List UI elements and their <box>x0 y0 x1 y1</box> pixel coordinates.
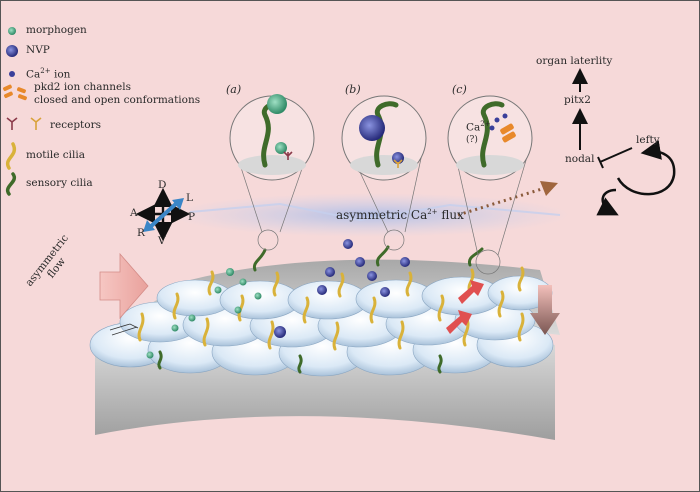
zoom-circle-a <box>229 94 315 181</box>
panel-label-b: (b) <box>345 83 361 96</box>
axis-label-v: V <box>158 235 166 247</box>
receptor-icon-red <box>6 117 18 130</box>
legend-pkd2-label-1: pkd2 ion channels <box>34 81 131 93</box>
zoom-circle-b <box>341 95 427 181</box>
legend-morphogen-label: morphogen <box>26 24 87 36</box>
panel-label-c: (c) <box>452 83 467 96</box>
flux-label: asymmetric Ca2+ flux <box>336 208 464 222</box>
panel-c-ca-label: Ca2+ <box>466 120 491 134</box>
pathway-nodal-label: nodal <box>565 153 595 165</box>
legend-nvp-label: NVP <box>26 44 50 56</box>
legend-receptors-label: receptors <box>50 119 101 131</box>
legend-icons <box>3 27 42 196</box>
signal-arrowhead <box>540 181 558 196</box>
receptor-icon-yellow <box>30 117 42 130</box>
flow-arrow-red-1 <box>458 280 484 304</box>
morphogen-icon <box>8 27 16 35</box>
sensory-cilia-field <box>157 245 484 374</box>
pathway-pitx2-label: pitx2 <box>564 94 591 106</box>
panel-c-question-label: (?) <box>466 135 478 145</box>
axis-label-p: P <box>188 211 196 223</box>
tissue-morphogens <box>146 268 262 359</box>
pkd2-channel-icon <box>3 84 27 101</box>
pathway-lefty-label: lefty <box>636 134 660 146</box>
feedback-loop <box>616 140 676 196</box>
pathway-organ-label: organ laterlity <box>536 55 613 67</box>
ca-ion-icon <box>9 71 15 77</box>
node-tissue <box>89 239 560 440</box>
panel-label-a: (a) <box>226 83 242 96</box>
legend-ca-label: Ca2+ ion <box>26 67 71 81</box>
axis-label-l: L <box>186 192 193 204</box>
flow-arrow <box>99 252 149 320</box>
flow-arrow-red-2 <box>446 310 472 334</box>
pathway-diagram <box>572 68 676 216</box>
zoom-circle-c <box>447 95 533 181</box>
axis-label-r: R <box>137 227 145 239</box>
epithelial-cells <box>89 275 554 377</box>
tissue-nvps <box>274 239 410 338</box>
downward-arrow <box>530 285 560 335</box>
legend-motile-cilia-label: motile cilia <box>26 149 85 161</box>
nvp-icon <box>6 45 18 57</box>
sensory-cilia-icon <box>5 172 17 196</box>
axis-label-a: A <box>130 207 138 219</box>
motile-cilia-icon <box>5 142 17 170</box>
legend-sensory-cilia-label: sensory cilia <box>26 177 93 189</box>
lefty-inhibition <box>599 147 633 163</box>
axes-compass <box>135 187 191 242</box>
legend-pkd2-label-2: closed and open conformations <box>34 94 201 106</box>
axis-label-d: D <box>158 179 167 191</box>
